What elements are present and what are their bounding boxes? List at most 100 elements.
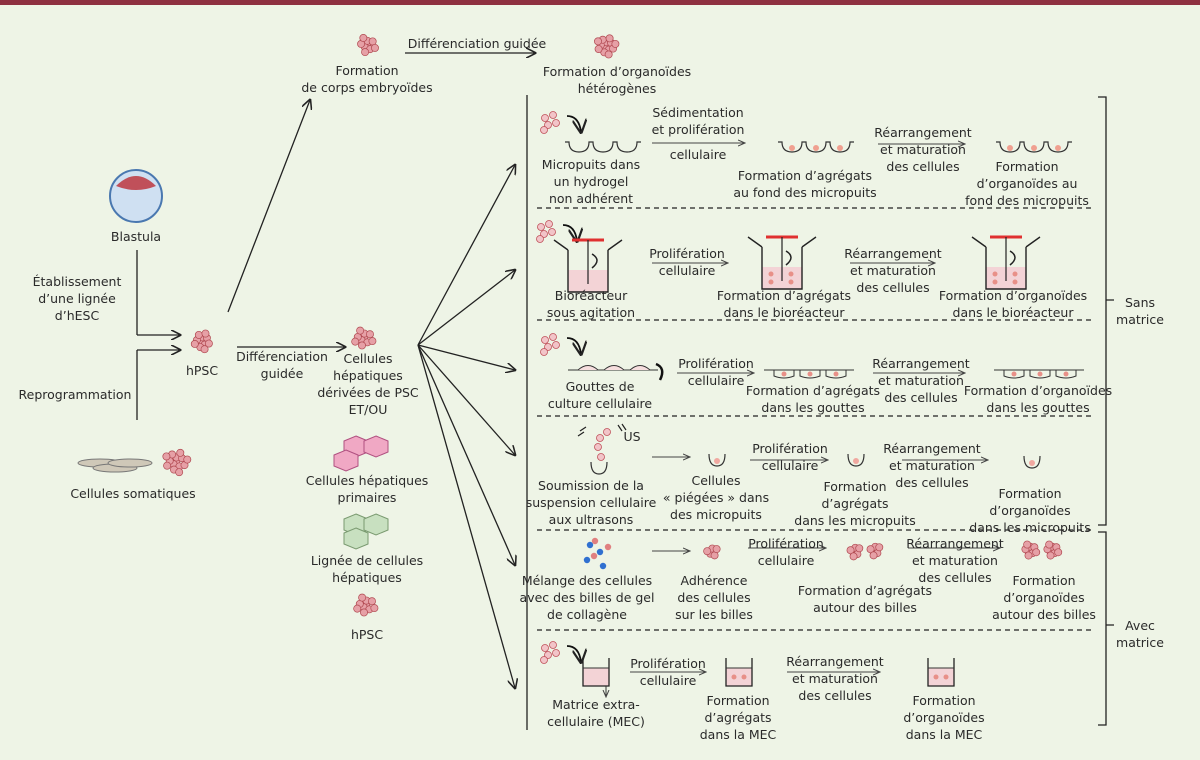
aggregate-icon bbox=[853, 458, 859, 464]
aggregate-icon bbox=[1007, 145, 1013, 151]
labels-with_matrix-label: Avec matrice bbox=[1116, 618, 1164, 650]
bracket-avec-matrice bbox=[1098, 531, 1114, 726]
rows-4-start-label: Mélange des cellules avec des billes de … bbox=[519, 573, 655, 622]
cell-icon bbox=[536, 235, 544, 243]
embryoid-body-icon bbox=[357, 34, 379, 57]
inner-cell-mass-icon bbox=[116, 176, 156, 190]
labels-hpsc_bottom-label: hPSC bbox=[350, 627, 384, 642]
fibroblast-icon bbox=[107, 458, 153, 468]
drop-icon bbox=[799, 370, 821, 379]
hepatic-line-icon bbox=[343, 527, 369, 550]
rows-3-us-label: US bbox=[623, 429, 641, 444]
bead-icon bbox=[586, 541, 594, 549]
labels-hepatic_line-label: Lignée de cellules hépatiques bbox=[310, 553, 424, 585]
arrow bbox=[417, 270, 515, 346]
organoid-icon bbox=[1021, 540, 1041, 560]
rows-1-mid-label: Formation d’agrégats dans le bioréacteur bbox=[716, 288, 852, 320]
aggregate-icon bbox=[1029, 460, 1035, 466]
cell-icon bbox=[541, 336, 549, 344]
drop-icon bbox=[577, 365, 599, 371]
cell-icon bbox=[594, 443, 602, 451]
rows-4-end-label: Formation d’organoïdes autour des billes bbox=[992, 573, 1096, 622]
cell-icon bbox=[544, 651, 552, 659]
micropuit-icon bbox=[590, 461, 608, 475]
rows-1-step1-label: Prolifération cellulaire bbox=[649, 246, 725, 278]
paddle-icon bbox=[1009, 250, 1016, 266]
cell-icon bbox=[549, 333, 557, 341]
aggregate-icon bbox=[788, 279, 794, 285]
cell-icon bbox=[541, 114, 549, 122]
cell-icon bbox=[540, 126, 548, 134]
aggregate-icon bbox=[731, 674, 737, 680]
rows-0-step1b-label: cellulaire bbox=[669, 147, 727, 162]
rows-2-mid-label: Formation d’agrégats dans les gouttes bbox=[745, 383, 881, 415]
arrow bbox=[417, 165, 515, 346]
bead-icon bbox=[599, 562, 607, 570]
aggregate-icon bbox=[1031, 145, 1037, 151]
rows-2-start-label: Gouttes de culture cellulaire bbox=[547, 379, 653, 411]
labels-without_matrix-label: Sans matrice bbox=[1116, 295, 1164, 327]
rows-4-step2-label: Réarrangement et maturation des cellules bbox=[906, 536, 1004, 585]
cell-icon bbox=[549, 111, 557, 119]
cell-icon bbox=[603, 428, 611, 436]
rows-3-end-label: Formation d’organoïdes dans les micropui… bbox=[969, 486, 1091, 535]
labels-somatic_cells-label: Cellules somatiques bbox=[70, 486, 196, 501]
rows-0-step2-label: Réarrangement et maturation des cellules bbox=[874, 125, 972, 174]
bead-icon bbox=[604, 543, 612, 551]
rows-5-end-label: Formation d’organoïdes dans la MEC bbox=[903, 693, 985, 742]
labels-psc_hepatic-label: Cellules hépatiques dérivées de PSC ET/O… bbox=[317, 351, 419, 417]
bracket-sans-matrice bbox=[1098, 96, 1114, 526]
labels-hetero_organoids-label: Formation d’organoïdes hétérogènes bbox=[542, 64, 692, 96]
matrix-icon bbox=[928, 668, 954, 686]
bead-icon bbox=[590, 552, 598, 560]
curved-arrow-icon bbox=[562, 224, 577, 241]
cell-icon bbox=[541, 644, 549, 652]
cell-icon bbox=[552, 341, 560, 349]
rows-0-mid-label: Formation d’agrégats au fond des micropu… bbox=[733, 168, 877, 200]
aggregate-icon bbox=[943, 674, 949, 680]
drop-icon bbox=[1055, 370, 1077, 379]
hetero-organoid-icon bbox=[594, 34, 620, 59]
labels-embryoid_bodies-label: Formation de corps embryoïdes bbox=[301, 63, 433, 95]
bead-icon bbox=[591, 537, 599, 545]
arrow bbox=[417, 344, 515, 688]
aggregate-icon bbox=[1063, 371, 1069, 377]
rows-5-start-label: Matrice extra- cellulaire (MEC) bbox=[547, 697, 645, 729]
aggregate-icon bbox=[837, 145, 843, 151]
rows-3-start-label: Soumission de la suspension cellulaire a… bbox=[525, 478, 657, 527]
bead-icon bbox=[583, 556, 591, 564]
drop-icon bbox=[603, 365, 625, 371]
rows-5-mid-label: Formation d’agrégats dans la MEC bbox=[699, 693, 777, 742]
aggregate-icon bbox=[789, 145, 795, 151]
aggregate-icon bbox=[807, 371, 813, 377]
rows-4-mid-label: Formation d’agrégats autour des billes bbox=[797, 583, 933, 615]
rows-2-end-label: Formation d’organoïdes dans les gouttes bbox=[963, 383, 1113, 415]
aggregate-icon bbox=[866, 542, 884, 560]
hepatic-line-icon bbox=[363, 513, 389, 536]
rows-3-step1-label: Prolifération cellulaire bbox=[752, 441, 828, 473]
cell-icon bbox=[540, 230, 548, 238]
well-icon bbox=[927, 658, 955, 687]
aggregate-icon bbox=[1012, 271, 1018, 277]
aggregate-icon bbox=[768, 279, 774, 285]
aggregate-icon bbox=[768, 271, 774, 277]
rows-1-start-label: Bioréacteur sous agitation bbox=[546, 288, 636, 320]
psc-hepatic-icon bbox=[351, 326, 377, 350]
rows-4-step1-label: Prolifération cellulaire bbox=[748, 536, 824, 568]
paddle-icon bbox=[785, 250, 792, 266]
rows-4-adhesion-label: Adhérence des cellules sur les billes bbox=[675, 573, 753, 622]
drop-icon bbox=[1029, 370, 1051, 379]
rows-5-step2-label: Réarrangement et maturation des cellules bbox=[786, 654, 884, 703]
cell-icon bbox=[549, 641, 557, 649]
rows-2-step1-label: Prolifération cellulaire bbox=[678, 356, 754, 388]
cell-icon bbox=[544, 343, 552, 351]
aggregate-icon bbox=[741, 674, 747, 680]
primary-hepatocyte-icon bbox=[363, 435, 389, 458]
well-icon bbox=[725, 658, 753, 687]
aggregate-icon bbox=[781, 371, 787, 377]
rows-3-mid-label: Formation d’agrégats dans les micropuits bbox=[794, 479, 916, 528]
labels-diff_guided_top-label: Différenciation guidée bbox=[407, 36, 547, 51]
micropuits-icon bbox=[996, 141, 1072, 153]
curved-arrow-icon bbox=[566, 115, 581, 132]
